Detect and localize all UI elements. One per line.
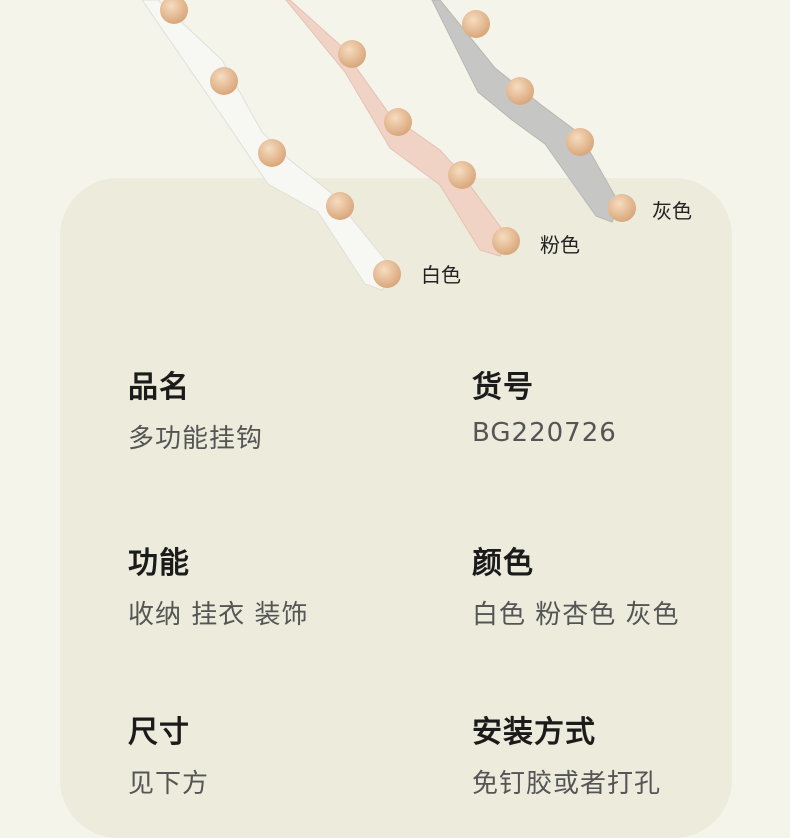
- hook-knobs: [160, 0, 636, 288]
- knob-icon: [384, 108, 412, 136]
- spec-value: 白色 粉杏色 灰色: [472, 600, 680, 630]
- knob-icon: [566, 128, 594, 156]
- spec-item-function: 功能 收纳 挂衣 装饰: [128, 538, 309, 631]
- spec-value: 免钉胶或者打孔: [472, 769, 662, 799]
- knob-icon: [326, 192, 354, 220]
- knob-icon: [608, 194, 636, 222]
- spec-value: 多功能挂钩: [128, 424, 264, 454]
- spec-value: BG220726: [472, 418, 617, 448]
- knob-icon: [160, 0, 188, 24]
- spec-title: 品名: [128, 370, 190, 405]
- spec-value: 收纳 挂衣 装饰: [128, 600, 309, 630]
- knob-icon: [506, 77, 534, 105]
- spec-value: 见下方: [128, 769, 210, 799]
- spec-panel: [60, 178, 732, 838]
- knob-icon: [462, 10, 490, 38]
- color-label-gray: 灰色: [652, 199, 692, 223]
- spec-item-item-number: 货号 BG220726: [472, 362, 617, 448]
- spec-title: 安装方式: [472, 715, 596, 750]
- spec-title: 尺寸: [128, 715, 190, 750]
- spec-item-size: 尺寸 见下方: [128, 707, 209, 800]
- spec-item-product-name: 品名 多功能挂钩: [128, 362, 263, 455]
- knob-icon: [258, 139, 286, 167]
- gray-hook-strip: [431, 0, 621, 223]
- knob-icon: [373, 260, 401, 288]
- color-label-white: 白色: [421, 263, 461, 287]
- spec-title: 功能: [128, 546, 190, 581]
- spec-item-color: 颜色 白色 粉杏色 灰色: [472, 538, 680, 631]
- knob-icon: [492, 227, 520, 255]
- color-label-pink: 粉色: [540, 233, 580, 257]
- knob-icon: [448, 161, 476, 189]
- spec-title: 货号: [472, 370, 534, 405]
- spec-title: 颜色: [472, 546, 534, 581]
- spec-item-installation: 安装方式 免钉胶或者打孔: [472, 707, 661, 800]
- product-hero-illustration: [141, 0, 636, 291]
- knob-icon: [338, 40, 366, 68]
- knob-icon: [210, 67, 238, 95]
